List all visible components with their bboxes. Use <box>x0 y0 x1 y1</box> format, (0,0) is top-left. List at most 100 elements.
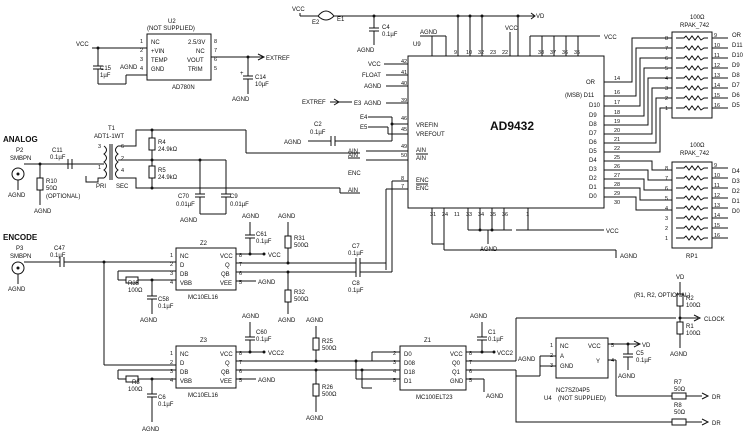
z3-pin-db: DB <box>180 370 188 376</box>
u4-num-4: 4 <box>611 358 614 364</box>
u4-vd: VD <box>642 343 651 349</box>
r26-value: 500Ω <box>322 392 337 398</box>
z1-num-3: 3 <box>393 360 396 366</box>
z1-num-6: 6 <box>469 369 472 375</box>
rp2-pin-num-left: 3 <box>665 86 668 92</box>
rp2-resistor <box>676 35 708 41</box>
adc-bot-36: 36 <box>502 212 508 218</box>
rp1-out-d0: D0 <box>732 209 740 215</box>
c70-value: 0.01µF <box>176 202 195 208</box>
adc-top-vcc-right: VCC <box>604 35 617 41</box>
u2-pin-trim: TRIM <box>188 67 203 73</box>
r7-ref: R7 <box>674 380 682 386</box>
c5-agnd: AGND <box>618 374 636 380</box>
rp1-resistor <box>676 235 708 241</box>
u2-pin-vin: +VIN <box>151 49 165 55</box>
z1-vcc2: VCC2 <box>497 351 514 357</box>
z3-pin-vbb: VBB <box>180 379 192 385</box>
adc-pin-25: 25 <box>614 155 620 161</box>
adc-top-23: 23 <box>490 50 496 56</box>
z1-translator: Z1 D0 D08 D18 D1 VCC Q0 Q1 GND 2 3 4 5 8… <box>356 314 676 401</box>
z1-part: MC100ELT23 <box>416 395 453 401</box>
adc-bottom-agnd-right: AGND <box>620 254 638 260</box>
adc-pin-46: 46 <box>401 116 407 122</box>
r31-agnd: AGND <box>278 214 296 220</box>
c11-value: 0.1µF <box>50 155 66 161</box>
c14-plus: + <box>240 71 244 77</box>
c60-agnd: AGND <box>242 314 260 320</box>
adc-pin-d9: D9 <box>589 113 597 119</box>
r32-ref: R32 <box>294 290 306 296</box>
t1-pin-1: 1 <box>98 165 101 171</box>
z2-num-3: 3 <box>170 271 173 277</box>
rp2-pin-num-left: 2 <box>665 96 668 102</box>
c61-ref: C61 <box>256 232 268 238</box>
z2-num-4: 4 <box>170 280 173 286</box>
rp2-pin-num-right: 15 <box>714 93 720 99</box>
z2-pin-nc: NC <box>180 254 189 260</box>
u2-num-7: 7 <box>214 48 217 54</box>
r1-ref: R1 <box>686 324 694 330</box>
c2-agnd: AGND <box>284 140 302 146</box>
c58-value: 0.1µF <box>158 304 174 310</box>
u2-reference: U2 (NOT SUPPLIED) AD780N NC +VIN TEMP GN… <box>76 19 290 103</box>
rp1-pin-num-right: 10 <box>714 173 720 179</box>
adc-pin-40: 40 <box>401 81 407 87</box>
rp1-resistor <box>676 215 708 221</box>
rp1-pin-num-right: 12 <box>714 193 720 199</box>
c47-ref: C47 <box>54 246 66 252</box>
adc-top-36: 36 <box>562 50 568 56</box>
r7-value: 50Ω <box>674 387 686 393</box>
u2-agnd: AGND <box>120 65 138 71</box>
r1-r2-note-a: (R1, R2, OPTIONAL) <box>634 293 690 299</box>
p2-ref: P2 <box>16 148 24 154</box>
adc-pin-d10: D10 <box>589 103 601 109</box>
z3-num-2: 2 <box>170 360 173 366</box>
t1-part: ADT1-1WT <box>94 134 124 140</box>
adc-top-vcc: VCC <box>505 26 518 32</box>
ad9432-adc: AD9432 VCC FLOAT AGND AGND 42 41 40 39 V… <box>284 50 638 270</box>
z2-num-1: 1 <box>170 253 173 259</box>
rp2-pin-num-right: 9 <box>714 33 717 39</box>
rp1-pin-num-left: 1 <box>665 236 668 242</box>
u4-num-1: 1 <box>550 343 553 349</box>
u2-num-8: 8 <box>214 39 217 45</box>
u4-pin-nc: NC <box>560 344 569 350</box>
c8-value: 0.1µF <box>348 288 364 294</box>
rp1-out-d3: D3 <box>732 179 740 185</box>
adc-pin-17: 17 <box>614 100 620 106</box>
rp2-value: 100Ω <box>690 15 705 21</box>
z2-num-8: 8 <box>239 253 242 259</box>
rp2-resistor <box>676 105 708 111</box>
adc-bot-34: 34 <box>478 212 484 218</box>
ain-bar-net: AIN <box>348 188 358 194</box>
u2-extref: EXTREF <box>266 56 290 62</box>
adc-pin-ain-bar: AIN <box>416 156 426 162</box>
u2-pin-25v: 2.5/3V <box>188 40 205 46</box>
adc-float: FLOAT <box>362 73 381 79</box>
rp1-resistor <box>676 205 708 211</box>
adc-pin-8: 8 <box>401 176 404 182</box>
adc-pin-vrefin: VREFIN <box>416 123 438 129</box>
u4-part: NC7SZ04P5 <box>556 388 590 394</box>
u2-num-1: 1 <box>140 39 143 45</box>
c7-ref: C7 <box>352 244 360 250</box>
c4-value: 0.1µF <box>382 32 398 38</box>
adc-pin-d0: D0 <box>589 194 597 200</box>
r35-value: 100Ω <box>128 288 143 294</box>
z3-pin-d: D <box>180 361 185 367</box>
adc-pin-20: 20 <box>614 128 620 134</box>
rp2-out-d9: D9 <box>732 63 740 69</box>
adc-bottom-vcc: VCC <box>606 229 619 235</box>
c8-ref: C8 <box>352 281 360 287</box>
adc-top-10: 10 <box>466 50 472 56</box>
z3-vcc2: VCC2 <box>268 351 285 357</box>
clock-vd: VD <box>676 275 685 281</box>
z2-num-2: 2 <box>170 262 173 268</box>
rp2-pin-num-right: 14 <box>714 83 720 89</box>
p2-agnd: AGND <box>8 193 26 199</box>
adc-pin-d4: D4 <box>589 158 597 164</box>
extref-net: EXTREF <box>302 100 326 106</box>
